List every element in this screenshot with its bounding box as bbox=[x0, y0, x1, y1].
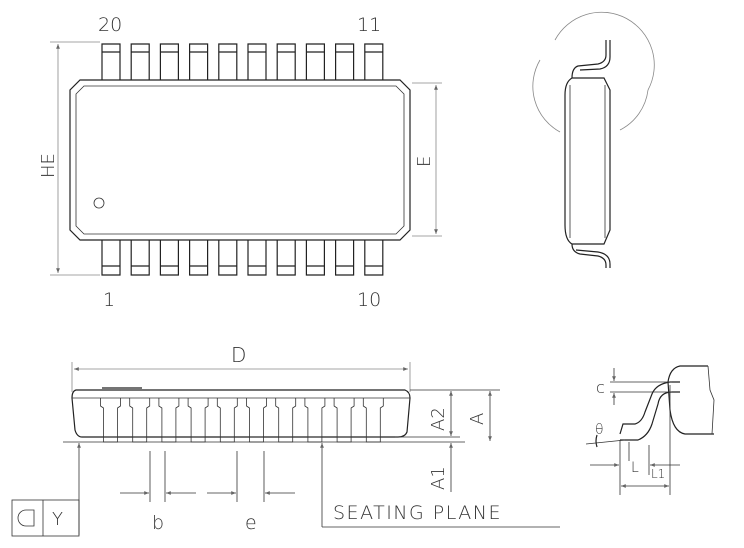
top-pin bbox=[305, 43, 325, 80]
pin-label-1: 1 bbox=[103, 289, 115, 311]
bottom-pin bbox=[247, 240, 267, 276]
package-body-side bbox=[71, 389, 411, 438]
package-body-top bbox=[69, 79, 411, 241]
bottom-pin bbox=[101, 240, 121, 276]
l-label: L bbox=[631, 460, 639, 476]
b-label: b bbox=[152, 512, 164, 534]
top-pin bbox=[364, 43, 384, 80]
theta-label: θ bbox=[595, 422, 604, 438]
bottom-pin bbox=[130, 240, 150, 276]
side-pin bbox=[216, 398, 238, 443]
datum-letter: Y bbox=[52, 509, 63, 530]
pin1-marker bbox=[93, 197, 105, 209]
side-pin bbox=[246, 398, 267, 443]
side-pin bbox=[333, 398, 355, 443]
pin-label-10: 10 bbox=[357, 289, 381, 311]
side-pin bbox=[129, 398, 151, 443]
a2-label: A2 bbox=[428, 407, 449, 431]
side-pin bbox=[158, 398, 180, 443]
package-body-end bbox=[564, 77, 611, 245]
top-pin bbox=[218, 43, 238, 80]
e-label: E bbox=[414, 156, 435, 167]
side-pin bbox=[362, 398, 384, 443]
side-pins bbox=[100, 398, 384, 443]
top-pin bbox=[335, 43, 355, 80]
side-view: D A2 A A1 D Y b e SEATING PLANE bbox=[11, 343, 560, 537]
bottom-pin bbox=[159, 240, 179, 276]
top-pins bbox=[101, 43, 384, 80]
he-label: HE bbox=[38, 153, 59, 178]
bottom-pin bbox=[189, 240, 209, 276]
top-pin bbox=[189, 43, 209, 80]
bottom-pins bbox=[101, 240, 384, 276]
l1-label: L1 bbox=[651, 467, 665, 481]
datum-symbol-icon bbox=[17, 509, 35, 527]
pin-label-20: 20 bbox=[98, 14, 122, 36]
side-pin bbox=[275, 398, 297, 443]
top-pin bbox=[159, 43, 179, 80]
c-label: c bbox=[596, 378, 605, 397]
lead-detail: c θ L L1 bbox=[585, 365, 715, 495]
side-pin bbox=[304, 398, 326, 443]
d-label: D bbox=[231, 343, 246, 367]
bottom-pin bbox=[305, 240, 325, 276]
a1-label: A1 bbox=[428, 466, 449, 490]
datum-box bbox=[11, 499, 80, 537]
bottom-pin bbox=[364, 240, 384, 276]
top-pin bbox=[247, 43, 267, 80]
e-pitch-label: e bbox=[245, 512, 257, 534]
top-pin bbox=[101, 43, 121, 80]
a-label: A bbox=[467, 413, 488, 425]
end-view bbox=[532, 11, 655, 268]
pin-label-11: 11 bbox=[357, 14, 381, 36]
side-pin bbox=[100, 398, 121, 443]
seating-plane-label: SEATING PLANE bbox=[333, 502, 502, 524]
top-view: 20 11 1 10 HE E bbox=[38, 14, 442, 311]
bottom-pin bbox=[218, 240, 238, 276]
side-pin bbox=[187, 398, 209, 443]
bottom-pin bbox=[335, 240, 355, 276]
top-pin bbox=[276, 43, 296, 80]
top-pin bbox=[130, 43, 150, 80]
bottom-pin bbox=[276, 240, 296, 276]
